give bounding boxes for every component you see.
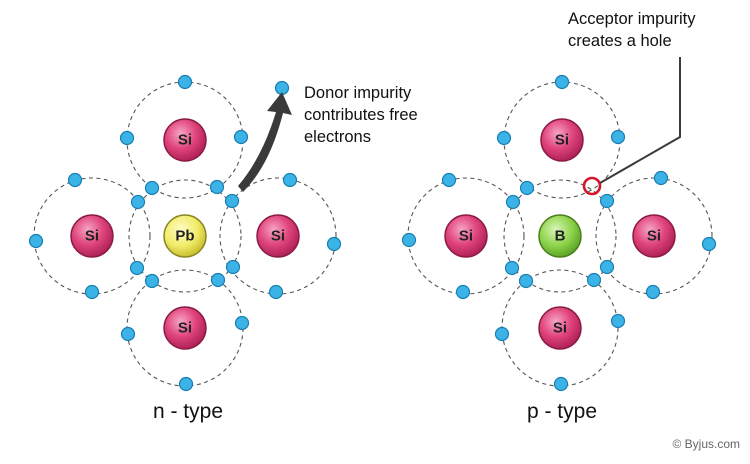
hole-marker [582, 176, 602, 196]
si-atom [538, 306, 582, 350]
electron [504, 260, 520, 276]
atom-label: Si [555, 132, 569, 149]
electron [519, 180, 535, 196]
orbit-ring [503, 179, 617, 293]
electron [653, 170, 669, 186]
electron [177, 74, 193, 90]
electron [586, 272, 602, 288]
electron [701, 236, 717, 252]
annotation-line: Acceptor impurity [568, 10, 696, 28]
annotation-line: electrons [304, 128, 371, 146]
electron [67, 172, 83, 188]
electron [494, 326, 510, 342]
center-atom-label: B [555, 228, 566, 245]
electron [210, 272, 226, 288]
electron [599, 259, 615, 275]
b-atom [538, 214, 582, 258]
electron [209, 179, 225, 195]
electron [553, 376, 569, 392]
si-atom [444, 214, 488, 258]
electron [144, 273, 160, 289]
electron [234, 315, 250, 331]
electron [178, 376, 194, 392]
electron [224, 193, 240, 209]
electron [645, 284, 661, 300]
si-atom [632, 214, 676, 258]
electrons [401, 74, 717, 392]
p-type-lattice: Si Si Si Si B Acceptor impurity creates … [401, 10, 717, 423]
electron [401, 232, 417, 248]
electron [610, 129, 626, 145]
atom-label: Si [271, 228, 285, 245]
hole-pointer-line [599, 57, 681, 184]
electron [225, 259, 241, 275]
atom-label: Si [647, 228, 661, 245]
center-atom-label: Pb [175, 228, 194, 245]
electron [610, 313, 626, 329]
electron [518, 273, 534, 289]
annotation-line: contributes free [304, 106, 418, 124]
electron [455, 284, 471, 300]
si-atom [256, 214, 300, 258]
electron [282, 172, 298, 188]
electron [496, 130, 512, 146]
pb-atom [163, 214, 207, 258]
si-atom [163, 306, 207, 350]
p-type-caption: p - type [527, 400, 597, 423]
electron [129, 260, 145, 276]
atom-label: Si [459, 228, 473, 245]
atom-label: Si [178, 320, 192, 337]
electron [120, 326, 136, 342]
acceptor-annotation: Acceptor impurity creates a hole [568, 10, 700, 50]
free-electron-arrow [238, 92, 292, 192]
annotation-line: creates a hole [568, 32, 672, 50]
electron [84, 284, 100, 300]
n-type-caption: n - type [153, 400, 223, 423]
electron [119, 130, 135, 146]
si-atom [70, 214, 114, 258]
electron [599, 193, 615, 209]
electron [130, 194, 146, 210]
electron [326, 236, 342, 252]
electron [28, 233, 44, 249]
electron [233, 129, 249, 145]
atom-label: Si [85, 228, 99, 245]
electron [505, 194, 521, 210]
si-atom [163, 118, 207, 162]
atoms: Si Si Si Si Pb [70, 118, 300, 350]
credit-watermark: © Byjus.com [672, 437, 740, 451]
si-atom [540, 118, 584, 162]
electrons [28, 74, 342, 392]
electron [144, 180, 160, 196]
electron [441, 172, 457, 188]
orbit-ring [128, 179, 242, 293]
donor-annotation: Donor impurity contributes free electron… [304, 84, 422, 146]
n-type-lattice: Si Si Si Si Pb Donor impurity contribute… [28, 74, 422, 423]
atom-label: Si [178, 132, 192, 149]
atoms: Si Si Si Si B [444, 118, 676, 350]
annotation-line: Donor impurity [304, 84, 412, 102]
atom-label: Si [553, 320, 567, 337]
electron [268, 284, 284, 300]
electron [554, 74, 570, 90]
